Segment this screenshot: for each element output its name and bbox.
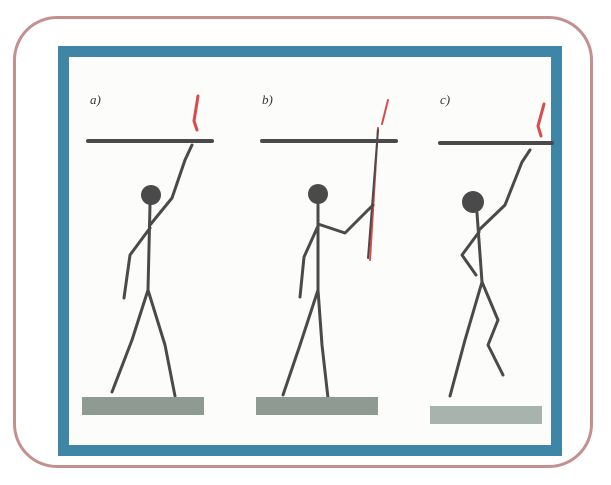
panel-c (430, 104, 552, 424)
raised-arm-a (150, 145, 192, 225)
head-b (308, 184, 328, 204)
hanging-arm-a (124, 228, 150, 298)
ground-a (82, 397, 204, 415)
raised-arm-b (318, 205, 373, 233)
bent-arm-c (462, 232, 479, 275)
body-c (477, 213, 482, 282)
legs-a (112, 290, 175, 396)
legs-c (450, 282, 503, 396)
raised-arm-c (479, 150, 530, 230)
ground-b (256, 397, 378, 415)
body-a (148, 205, 150, 290)
flag-b (370, 100, 388, 260)
hanging-arm-b (300, 226, 318, 297)
legs-b (283, 290, 328, 398)
pole-b (368, 130, 378, 258)
flag-a (194, 96, 198, 130)
head-a (141, 185, 161, 205)
ground-c (430, 406, 542, 424)
panel-a (82, 96, 212, 415)
panel-b (256, 100, 396, 415)
flag-c (538, 104, 544, 136)
head-c (462, 191, 484, 213)
